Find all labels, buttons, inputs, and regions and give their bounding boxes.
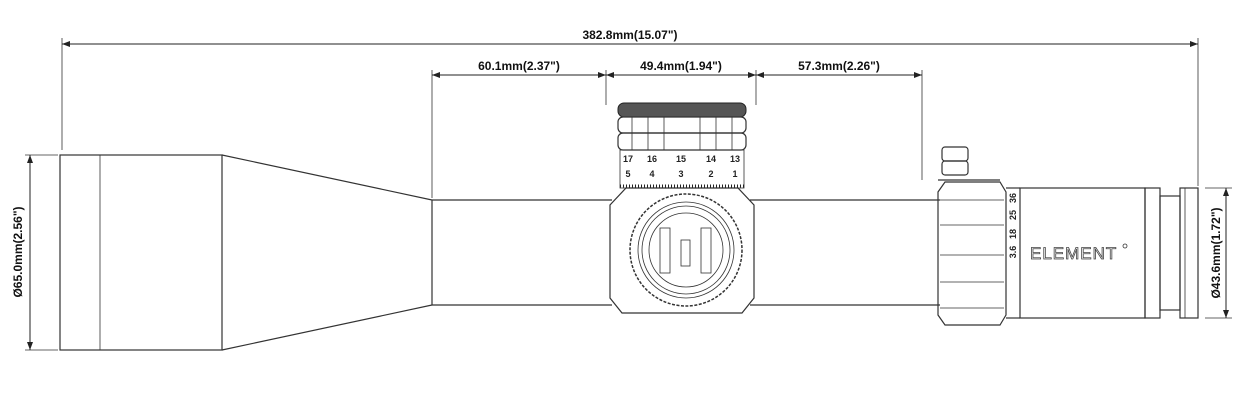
objective-diameter-dimension: Ø65.0mm(2.56") [11, 155, 33, 350]
eyepiece [1006, 187, 1199, 319]
trademark-mark [1122, 243, 1128, 249]
svg-text:17: 17 [623, 154, 633, 164]
main-tube [431, 199, 940, 306]
svg-text:25: 25 [1008, 210, 1018, 220]
turret-scale-top: 17 16 15 14 13 [623, 154, 740, 164]
svg-text:1: 1 [732, 169, 737, 179]
svg-text:15: 15 [676, 154, 686, 164]
parallax-knob[interactable] [938, 146, 1000, 181]
brand-logo: ELEMENT [1030, 244, 1117, 263]
svg-text:14: 14 [706, 154, 716, 164]
objective-diameter-label: Ø65.0mm(2.56") [11, 206, 25, 297]
turret-width-label: 49.4mm(1.94") [640, 59, 722, 73]
front-tube-label: 60.1mm(2.37") [478, 59, 560, 73]
rear-tube-dimension: 57.3mm(2.26") [756, 59, 922, 78]
svg-text:16: 16 [647, 154, 657, 164]
turret-width-dimension: 49.4mm(1.94") [606, 59, 756, 78]
magnification-ring[interactable] [937, 181, 1007, 326]
elevation-turret[interactable]: 17 16 15 14 13 5 4 3 2 1 [617, 102, 747, 189]
overall-length-label: 382.8mm(15.07") [582, 28, 677, 42]
overall-length-dimension: 382.8mm(15.07") [62, 28, 1198, 47]
objective-bell [59, 154, 433, 351]
windage-turret[interactable] [629, 193, 743, 307]
svg-text:13: 13 [730, 154, 740, 164]
svg-text:3: 3 [678, 169, 683, 179]
eyepiece-diameter-dimension: Ø43.6mm(1.72") [1209, 188, 1229, 318]
svg-text:3.6: 3.6 [1008, 246, 1018, 259]
svg-text:5: 5 [625, 169, 630, 179]
turret-housing [609, 187, 755, 314]
rear-tube-label: 57.3mm(2.26") [798, 59, 880, 73]
svg-text:36: 36 [1008, 193, 1018, 203]
turret-scale-bottom: 5 4 3 2 1 [625, 169, 737, 179]
front-tube-dimension: 60.1mm(2.37") [432, 59, 606, 78]
svg-text:18: 18 [1008, 229, 1018, 239]
power-marks: 3.6 18 25 36 [1008, 193, 1018, 258]
eyepiece-diameter-label: Ø43.6mm(1.72") [1209, 207, 1223, 298]
extension-lines [25, 38, 1232, 351]
svg-text:4: 4 [649, 169, 654, 179]
svg-text:2: 2 [708, 169, 713, 179]
